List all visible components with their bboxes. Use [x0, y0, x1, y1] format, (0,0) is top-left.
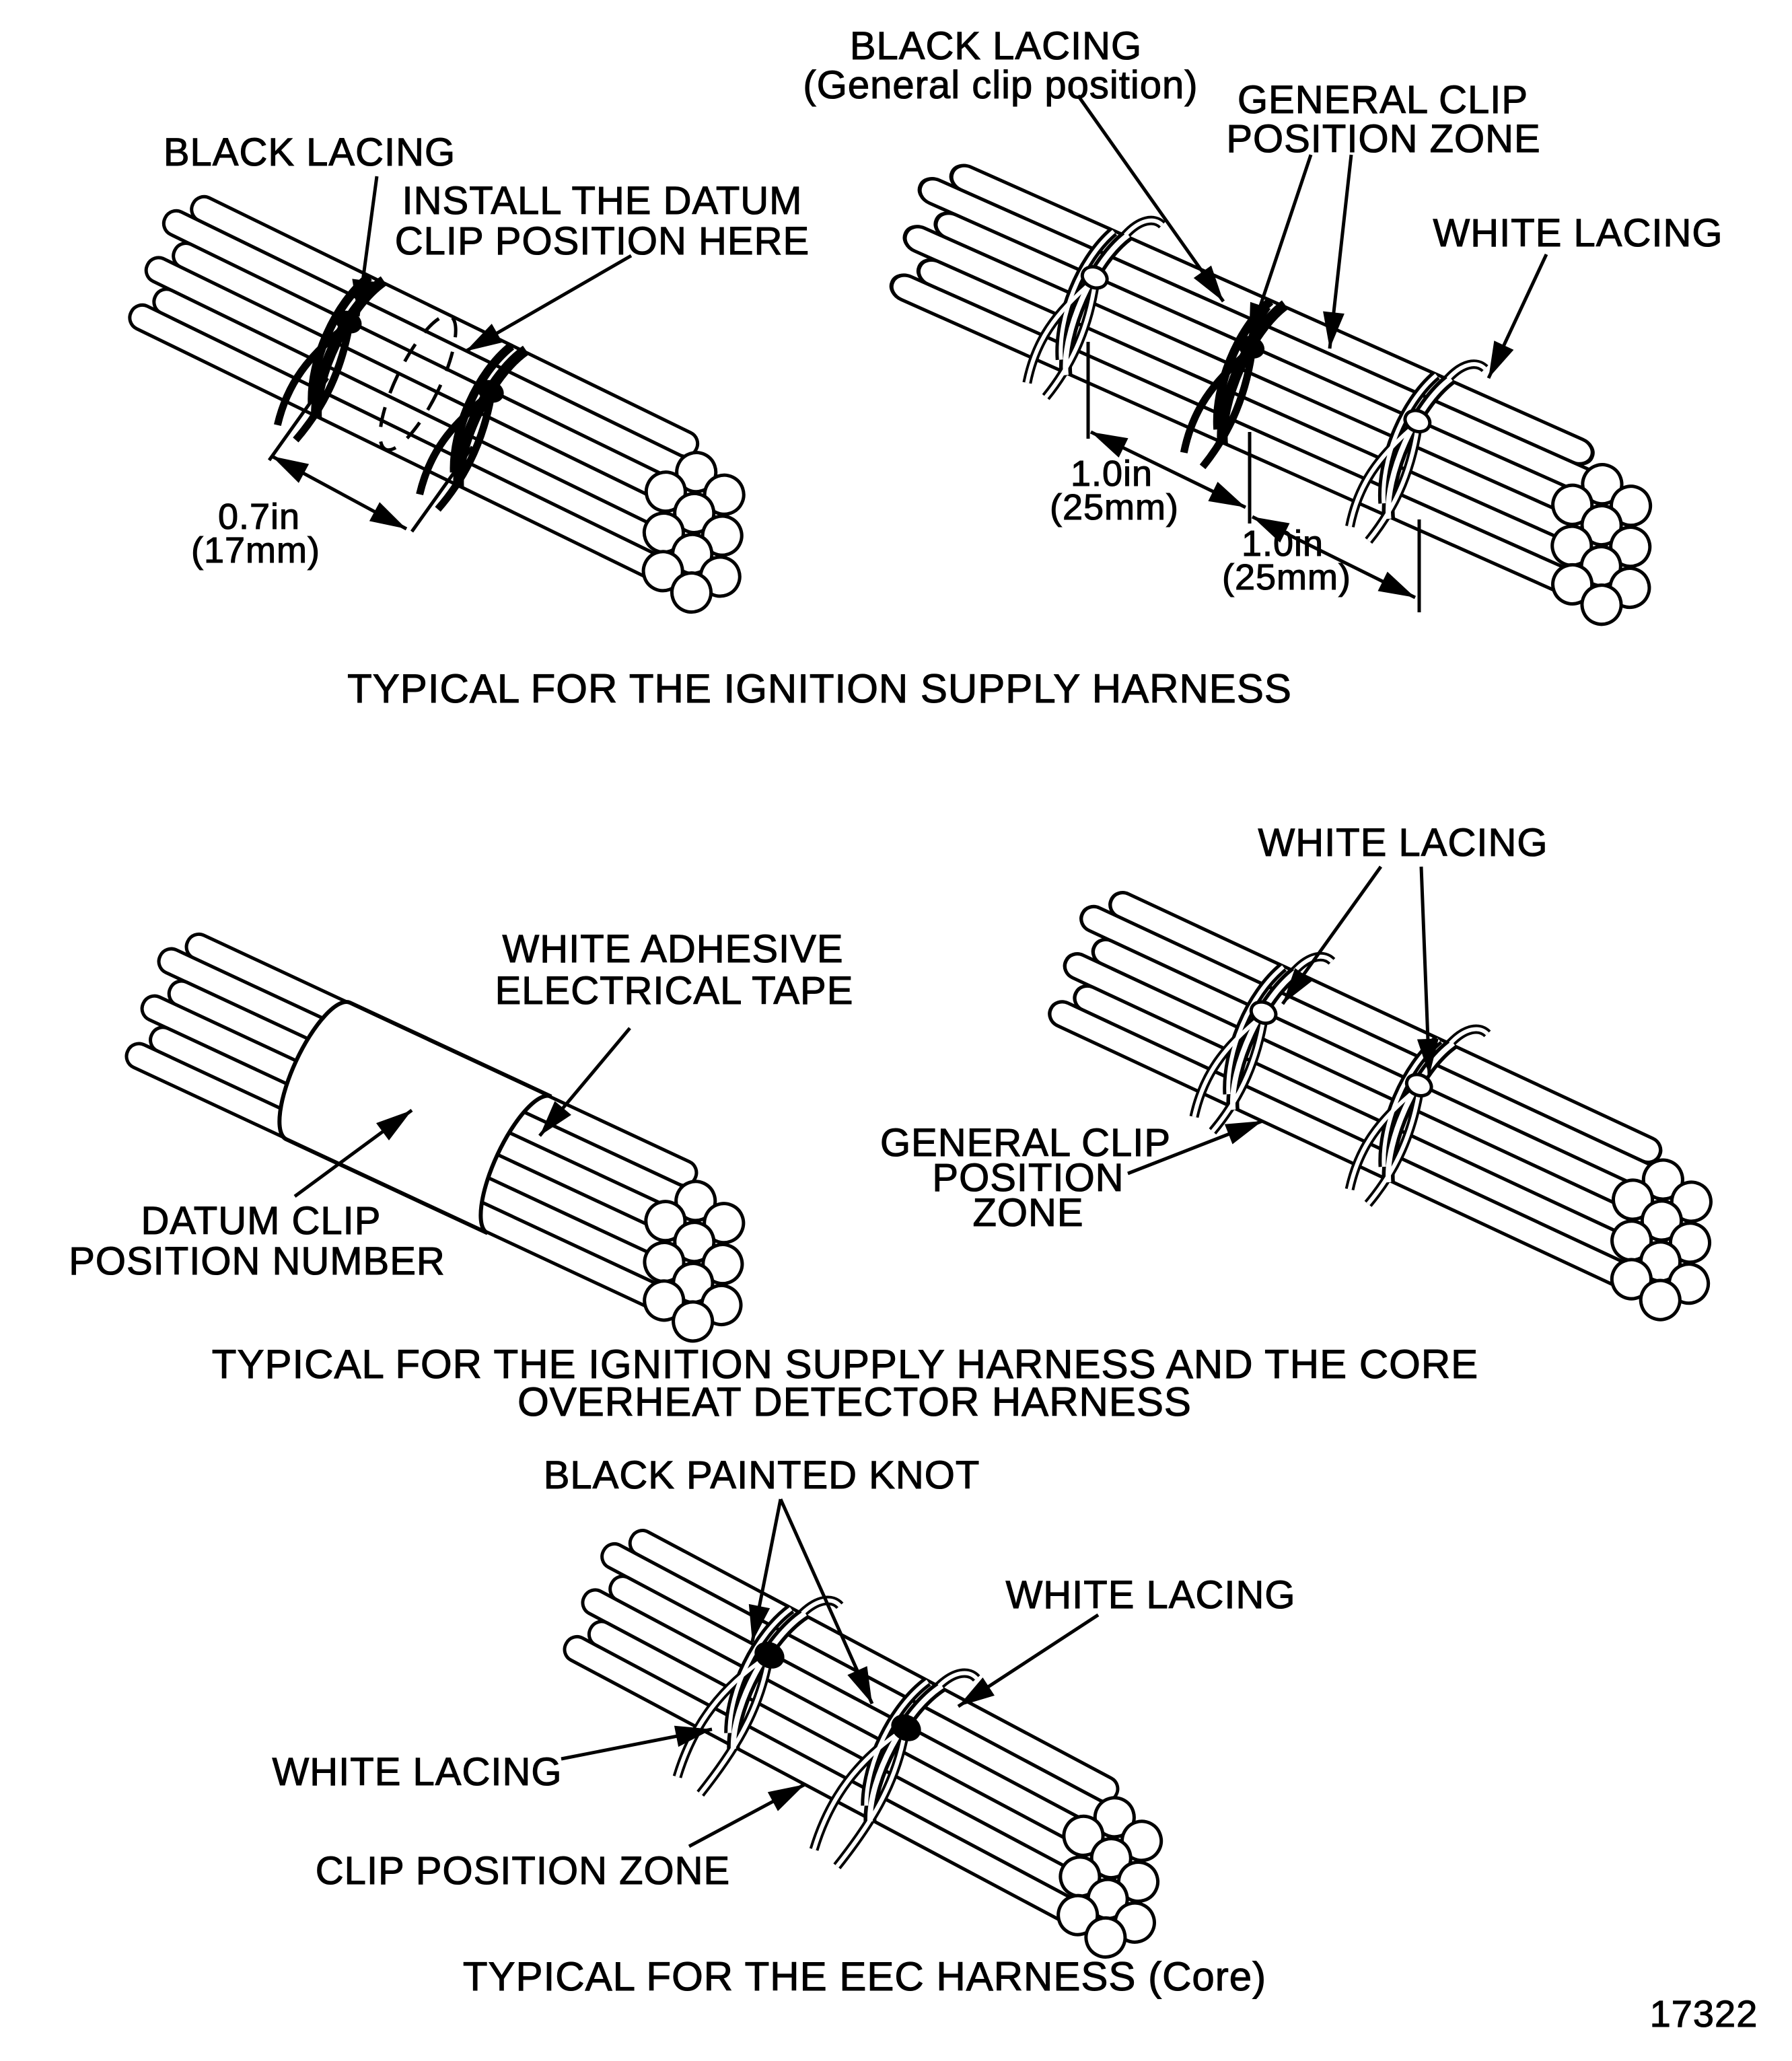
- label-general-clip-zone-line2: POSITION ZONE: [1226, 117, 1540, 161]
- white-adhesive-tape-band: [277, 1000, 552, 1235]
- label-black-lacing-2-line1: BLACK LACING: [850, 24, 1142, 68]
- label-tape-line1: WHITE ADHESIVE: [502, 927, 843, 971]
- leader-knot-b: [779, 1498, 874, 1705]
- leader-datum-number: [293, 1108, 413, 1198]
- dimension-25mm-2: (25mm): [1222, 557, 1351, 598]
- label-clip-position-zone: CLIP POSITION ZONE: [316, 1849, 730, 1893]
- leader-zone-left: [1247, 154, 1313, 340]
- label-white-lacing-4: WHITE LACING: [1258, 821, 1548, 865]
- diagram-datum-clip-lacing: BLACK LACING INSTALL THE DATUM CLIP POSI…: [103, 130, 810, 642]
- wire-bundle-1: [103, 182, 790, 642]
- label-datum-line1: DATUM CLIP: [141, 1199, 382, 1243]
- dimension-25mm-1: (25mm): [1050, 487, 1179, 528]
- dimension-10in-2: 1.0in: [1242, 523, 1324, 564]
- dimension-10in-1: 1.0in: [1071, 454, 1153, 494]
- label-general-clip-zone-line1: GENERAL CLIP: [1238, 78, 1528, 122]
- leader-general-zone: [1127, 1119, 1263, 1176]
- leader-tape: [538, 1027, 631, 1137]
- extension-line: [267, 377, 330, 462]
- dimension-arrow: [1089, 430, 1247, 509]
- leader-white-lacing-left: [561, 1725, 713, 1761]
- extension-line: [410, 445, 474, 533]
- label-white-lacing-right: WHITE LACING: [1006, 1573, 1296, 1617]
- leader-white-lacing-a: [1281, 865, 1383, 1005]
- diagram-white-tape: WHITE ADHESIVE ELECTRICAL TAPE DATUM CLI…: [69, 922, 853, 1356]
- wire-bundle-4: [1022, 857, 1766, 1349]
- caption-ignition-supply: TYPICAL FOR THE IGNITION SUPPLY HARNESS: [347, 666, 1292, 711]
- dimension-17mm: (17mm): [191, 530, 320, 571]
- leader-black-lacing-general: [1076, 94, 1225, 303]
- label-zone-4-line2: POSITION: [932, 1156, 1124, 1200]
- dimension-07in: 0.7in: [218, 497, 300, 537]
- wire-bundle-5: [524, 1494, 1219, 2011]
- caption-eec-harness: TYPICAL FOR THE EEC HARNESS (Core): [463, 1954, 1266, 1999]
- label-black-lacing-2-line2: (General clip position): [803, 63, 1198, 107]
- label-datum-line2: POSITION NUMBER: [69, 1239, 445, 1283]
- label-black-painted-knot: BLACK PAINTED KNOT: [544, 1453, 980, 1497]
- leader-zone-right: [1323, 154, 1353, 349]
- caption-core-overheat-line1: TYPICAL FOR THE IGNITION SUPPLY HARNESS …: [212, 1342, 1478, 1387]
- leader-white-lacing: [1486, 253, 1548, 379]
- diagram-general-clip-zone-lacing: BLACK LACING (General clip position) GEN…: [803, 24, 1723, 653]
- dimension-arrow: [1251, 515, 1417, 600]
- leader-clip-zone: [688, 1782, 806, 1848]
- leader-white-lacing-right: [957, 1613, 1100, 1708]
- leader-black-lacing-1: [352, 176, 379, 317]
- diagram-eec-harness: BLACK PAINTED KNOT WHITE LACING WHITE LA…: [272, 1453, 1296, 2011]
- leader-install-datum: [464, 254, 633, 353]
- label-zone-4-line3: ZONE: [972, 1191, 1083, 1235]
- label-tape-line2: ELECTRICAL TAPE: [495, 969, 854, 1013]
- datum-clip-position-dashed-circle: [378, 314, 458, 452]
- caption-core-overheat-line2: OVERHEAT DETECTOR HARNESS: [517, 1379, 1192, 1424]
- label-zone-4-line1: GENERAL CLIP: [880, 1121, 1171, 1165]
- label-white-lacing-left: WHITE LACING: [273, 1750, 563, 1794]
- figure-number: 17322: [1650, 1992, 1758, 2035]
- label-white-lacing-2: WHITE LACING: [1433, 211, 1723, 255]
- label-black-lacing-1: BLACK LACING: [164, 131, 456, 174]
- dimension-arrow: [271, 454, 408, 531]
- label-install-datum-line2: CLIP POSITION HERE: [395, 219, 810, 263]
- label-install-datum-line1: INSTALL THE DATUM: [402, 179, 803, 223]
- wire-bundle-3: [107, 922, 789, 1356]
- diagram-white-lacing-zone: WHITE LACING GENERAL CLIP POSITION ZONE: [880, 820, 1766, 1349]
- leader-knot-a: [748, 1498, 783, 1642]
- leader-white-lacing-b: [1417, 866, 1439, 1076]
